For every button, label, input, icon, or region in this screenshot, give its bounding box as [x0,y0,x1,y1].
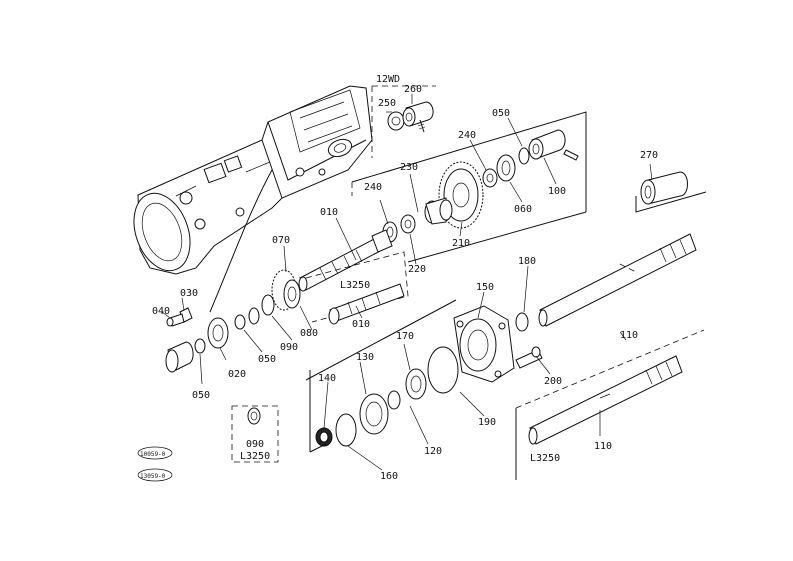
label-080: 080 [300,328,318,339]
label-190: 190 [478,417,496,428]
variant-l3250-110: L3250 [530,453,560,464]
label-110-upper: 110 [620,330,638,341]
label-210: 210 [452,238,470,249]
label-030: 030 [180,288,198,299]
gear-070 [271,269,301,311]
label-180: 180 [518,256,536,267]
label-170: 170 [396,331,414,342]
label-260: 260 [404,84,422,95]
shaft-010-l3250-box [305,251,409,325]
o-ring-190 [427,346,459,394]
shaft-180 [515,233,697,332]
label-050-top: 050 [492,108,510,119]
transmission-case [133,85,373,313]
label-120: 120 [424,446,442,457]
code-1: 10059-0 [140,451,166,458]
label-200: 200 [544,376,562,387]
label-240-right: 240 [458,130,476,141]
label-150: 150 [476,282,494,293]
label-240-left: 240 [364,182,382,193]
label-130: 130 [356,352,374,363]
label-020: 020 [228,369,246,380]
leader-lines [161,94,653,471]
label-230: 230 [400,162,418,173]
label-010-upper: 010 [320,207,338,218]
inset-090-l3250 [231,405,279,463]
label-140: 140 [318,373,336,384]
label-050-left: 050 [258,354,276,365]
gear-210-assembly [382,161,484,243]
variant-labels: 12WD L3250 L3250 L3250 [240,74,560,464]
label-060: 060 [514,204,532,215]
label-100: 100 [548,186,566,197]
shaft-110-l3250 [515,329,705,480]
bearing-060-group [482,129,579,188]
serial-codes: 10059-0 13059-0 [137,446,173,482]
housing-150 [453,305,543,383]
label-110-lower: 110 [594,441,612,452]
label-040: 040 [152,306,170,317]
variant-l3250-inset: L3250 [240,451,270,462]
twd-variant-group [371,85,436,158]
variant-12wd: 12WD [376,74,400,85]
label-070: 070 [272,235,290,246]
label-050-bottom: 050 [192,390,210,401]
label-090-inset: 090 [246,439,264,450]
variant-l3250-shaft: L3250 [340,280,370,291]
label-270: 270 [640,150,658,161]
sleeve-270 [635,171,707,213]
code-2: 13059-0 [140,473,166,480]
part-labels: 010 010 020 030 040 050 050 050 060 070 … [152,84,658,482]
label-250: 250 [378,98,396,109]
label-010-lower: 010 [352,319,370,330]
left-bearing-group [165,294,275,373]
label-090: 090 [280,342,298,353]
label-160: 160 [380,471,398,482]
label-220: 220 [408,264,426,275]
shaft-010-upper [298,229,393,292]
upper-gear-frame [351,111,587,263]
lower-bearing-group [305,299,457,453]
